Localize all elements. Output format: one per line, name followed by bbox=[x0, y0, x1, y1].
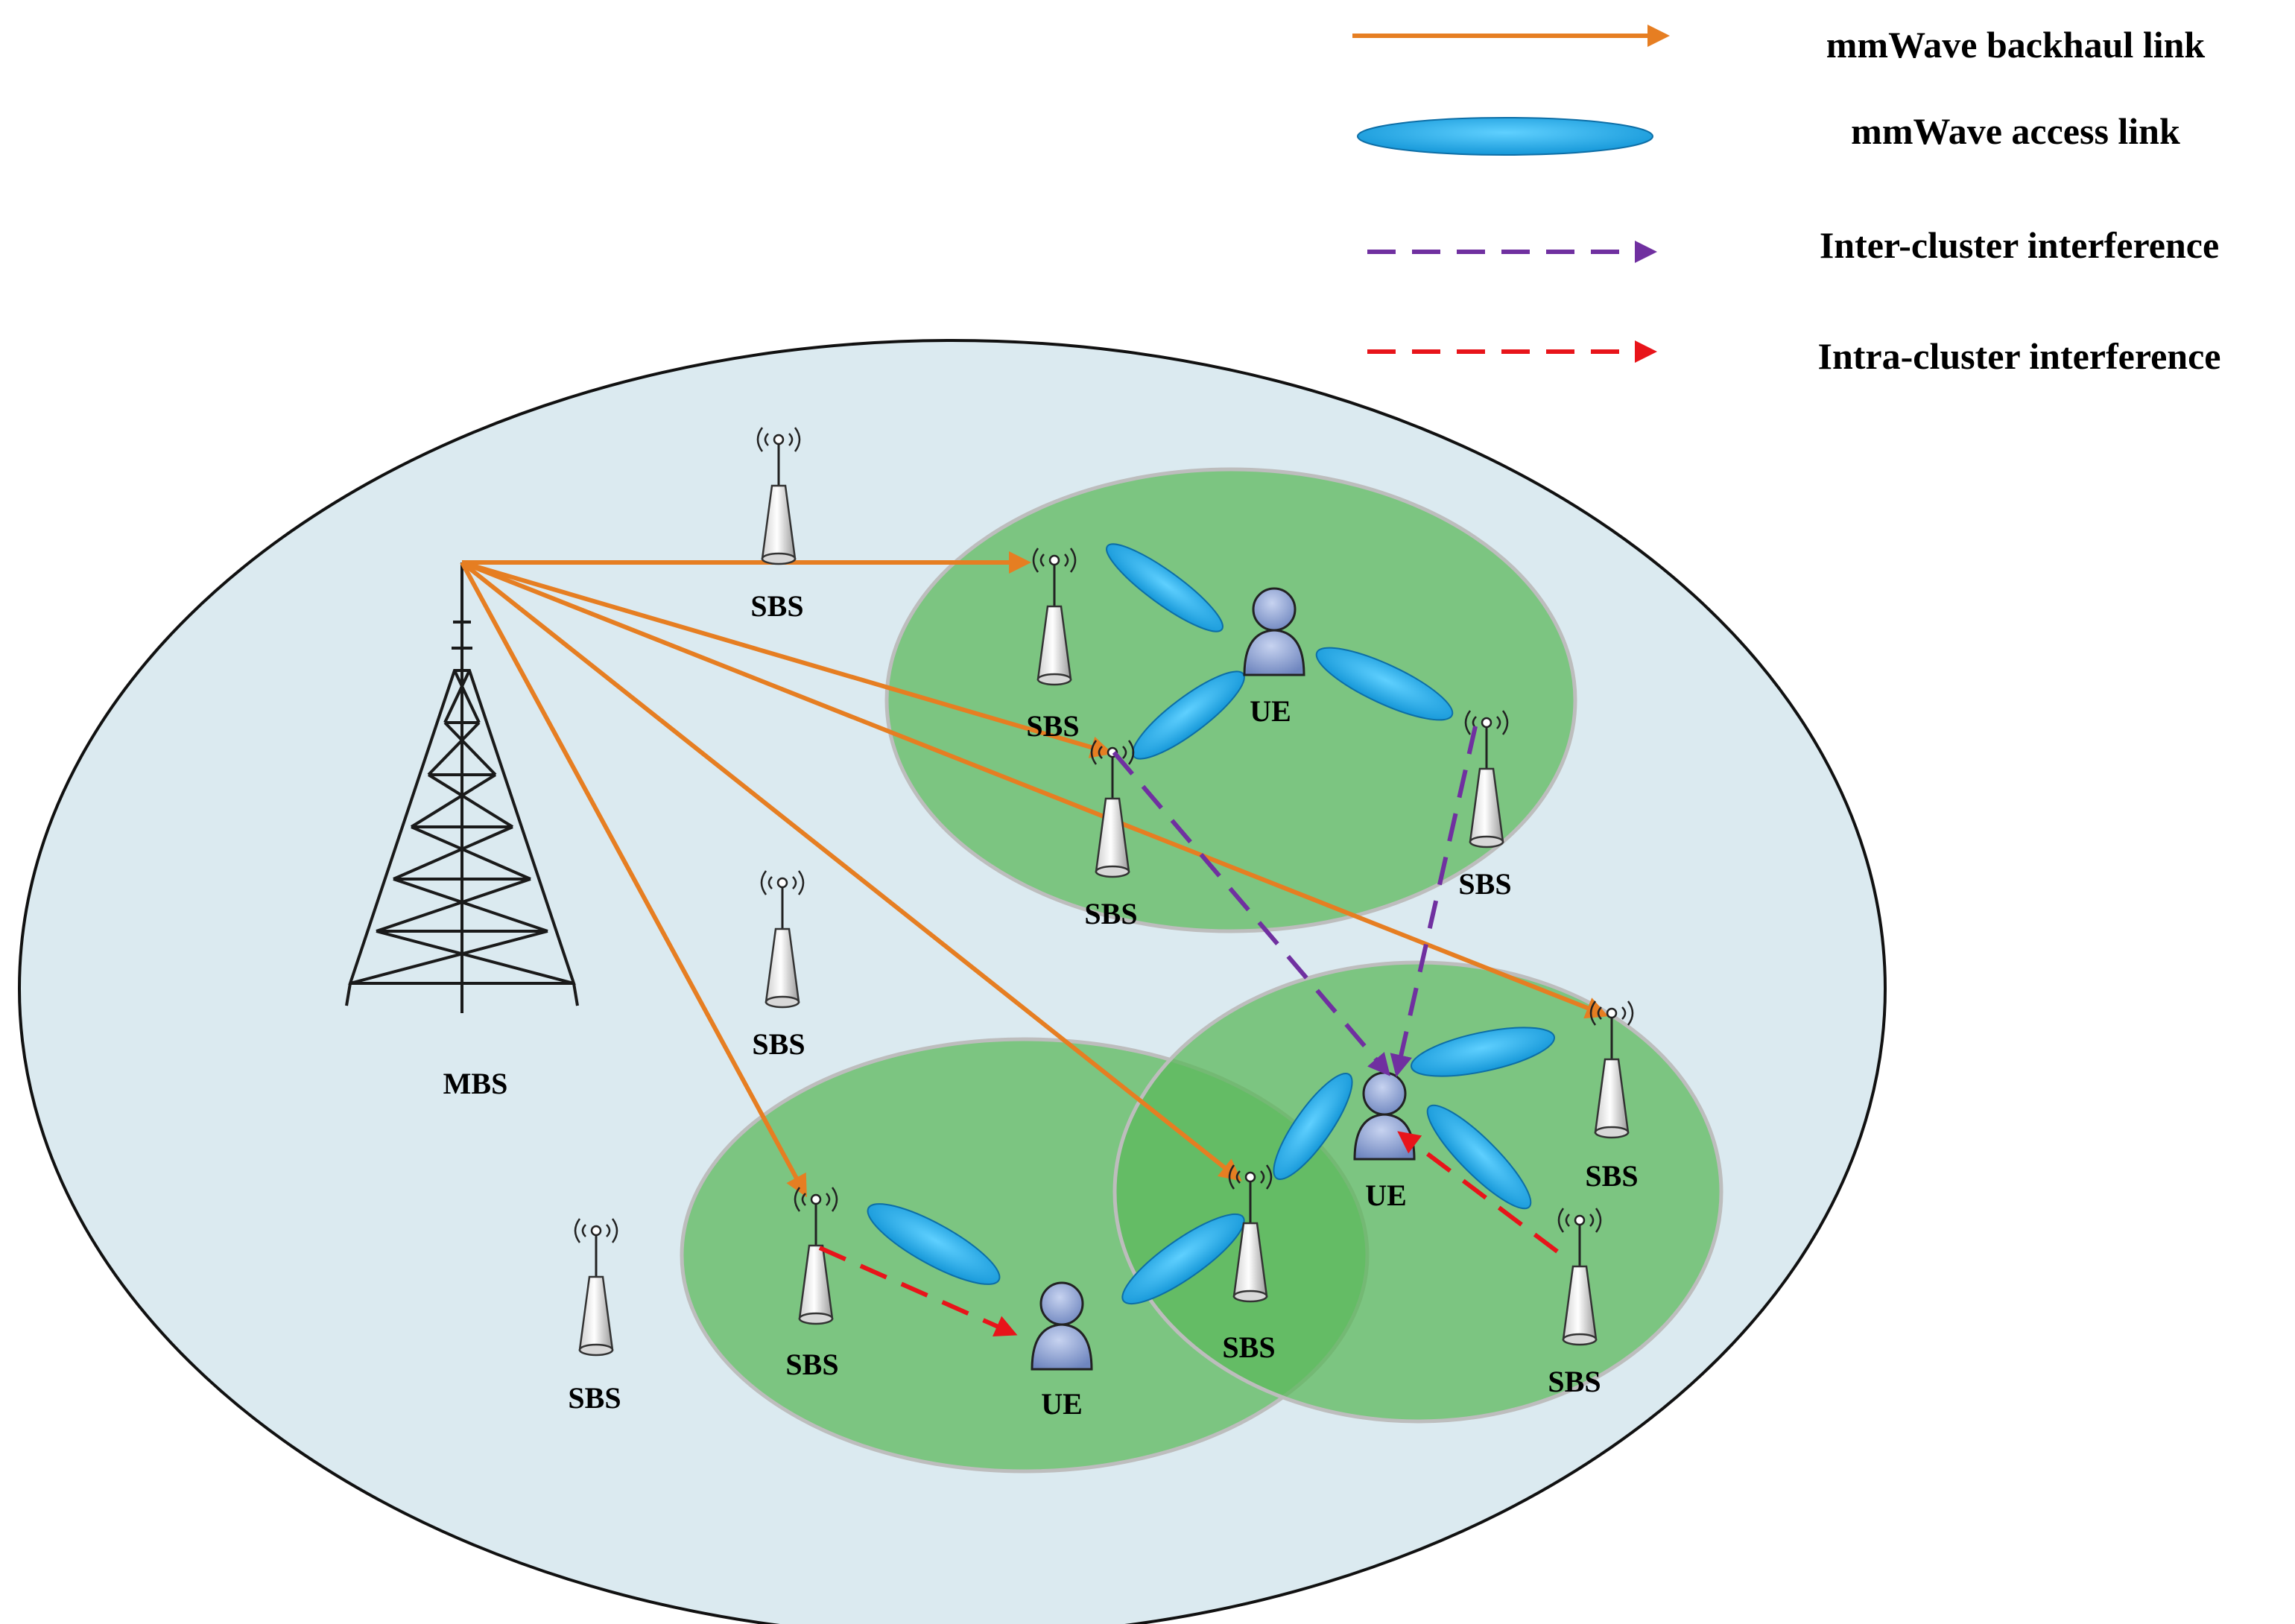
legend-access-label: mmWave access link bbox=[1851, 110, 2180, 152]
sbs-label: SBS bbox=[785, 1348, 838, 1381]
sbs-label: SBS bbox=[1222, 1330, 1275, 1364]
ue-label: UE bbox=[1041, 1387, 1083, 1421]
access-beam bbox=[1315, 647, 1454, 721]
inter-interference-link bbox=[1390, 726, 1478, 1077]
inter-cluster-interference bbox=[1112, 726, 1478, 1077]
node-labels: MBS SBS SBS SBS SBS SBS SBS SBS SBS SBS … bbox=[443, 589, 1639, 1421]
backhaul-links bbox=[460, 551, 1609, 1198]
sbs-label: SBS bbox=[1084, 897, 1137, 930]
legend-access-swatch bbox=[1357, 117, 1653, 156]
backhaul-link bbox=[460, 561, 807, 1198]
sbs-label: SBS bbox=[1548, 1365, 1601, 1398]
legend-intra-label: Intra-cluster interference bbox=[1818, 335, 2221, 377]
backhaul-link bbox=[461, 560, 1113, 758]
inter-interference-link bbox=[1112, 751, 1390, 1076]
backhaul-link bbox=[460, 560, 1242, 1181]
intra-interference-link bbox=[1397, 1131, 1559, 1254]
sbs-label: SBS bbox=[1458, 867, 1511, 901]
intra-cluster-interference bbox=[818, 1131, 1559, 1337]
access-beams bbox=[867, 543, 1556, 1305]
access-beam bbox=[1121, 1213, 1245, 1305]
legend: mmWave backhaul link mmWave access link … bbox=[1352, 24, 2221, 377]
ue-label: UE bbox=[1365, 1179, 1407, 1212]
sbs-label: SBS bbox=[752, 1027, 805, 1061]
mbs-label: MBS bbox=[443, 1067, 508, 1100]
legend-backhaul-label: mmWave backhaul link bbox=[1826, 24, 2206, 66]
access-beam bbox=[867, 1203, 1001, 1285]
sbs-label: SBS bbox=[1026, 709, 1079, 743]
mbs-tower-icon bbox=[345, 562, 579, 1013]
sbs-label: SBS bbox=[750, 589, 803, 623]
access-beam bbox=[1106, 543, 1224, 632]
sbs-label: SBS bbox=[568, 1381, 621, 1415]
access-beam bbox=[1426, 1104, 1532, 1210]
legend-inter-label: Inter-cluster interference bbox=[1820, 224, 2219, 266]
access-beam bbox=[1273, 1073, 1353, 1180]
intra-interference-link bbox=[818, 1246, 1018, 1337]
sbs-label: SBS bbox=[1585, 1159, 1638, 1193]
backhaul-link bbox=[460, 560, 1609, 1019]
ue-label: UE bbox=[1250, 694, 1291, 728]
